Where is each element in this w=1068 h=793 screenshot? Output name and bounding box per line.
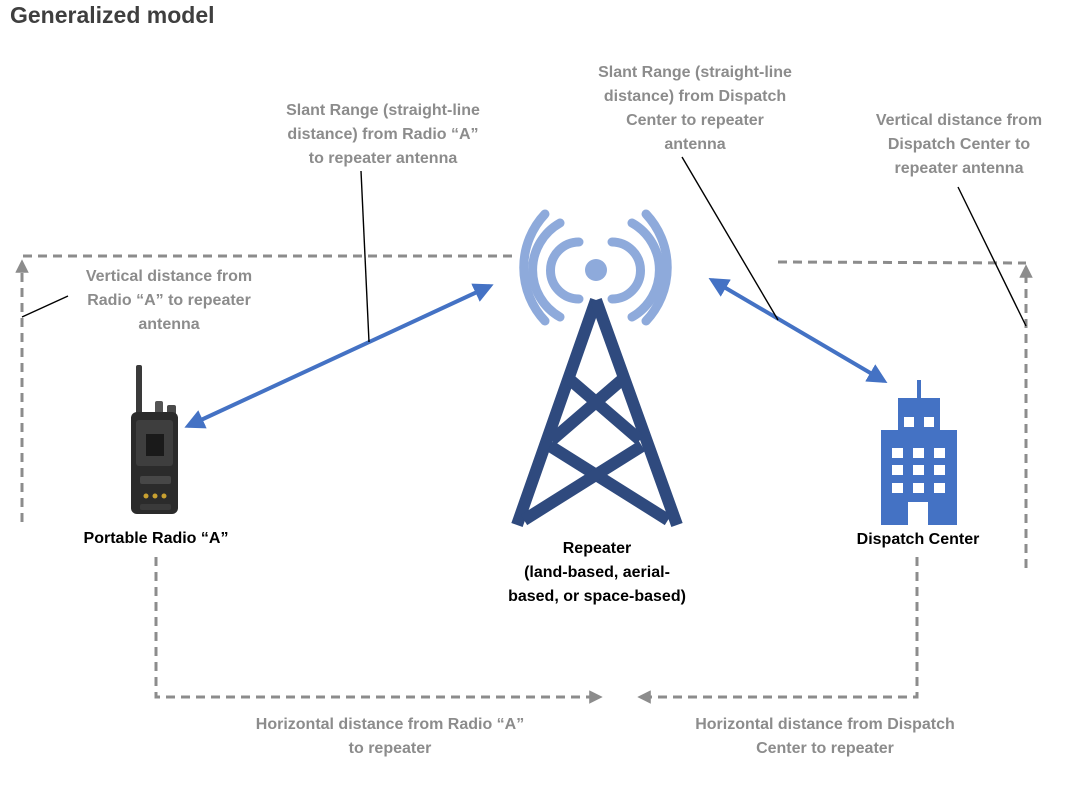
radio-label: Portable Radio “A” [83, 530, 229, 547]
radio-tower-icon [511, 209, 683, 528]
diagram-title: Generalized model [10, 2, 215, 28]
horizontal-distance-radio-note: Horizontal distance from Radio “A” to re… [255, 716, 525, 757]
slant-range-radio-link [184, 283, 494, 429]
vertical-distance-radio-guide [15, 254, 512, 522]
office-building-icon [881, 380, 957, 525]
vertical-distance-dispatch-guide [777, 260, 1033, 568]
repeater-label: Repeater (land-based, aerial- based, or … [508, 540, 686, 605]
slant-range-dispatch-note: Slant Range (straight-line distance) fro… [598, 64, 792, 153]
horizontal-distance-dispatch-arrow [637, 557, 919, 704]
slant-range-dispatch-link [708, 277, 888, 384]
vertical-distance-radio-note: Vertical distance from Radio “A” to repe… [85, 268, 253, 333]
vertical-distance-dispatch-note: Vertical distance from Dispatch Center t… [875, 112, 1043, 177]
callout-leaders [21, 156, 1027, 343]
horizontal-distance-dispatch-note: Horizontal distance from Dispatch Center… [695, 716, 955, 757]
portable-radio-icon [131, 365, 178, 514]
horizontal-distance-radio-arrow [154, 557, 603, 704]
dispatch-label: Dispatch Center [856, 531, 980, 548]
slant-range-radio-note: Slant Range (straight-line distance) fro… [286, 102, 480, 167]
